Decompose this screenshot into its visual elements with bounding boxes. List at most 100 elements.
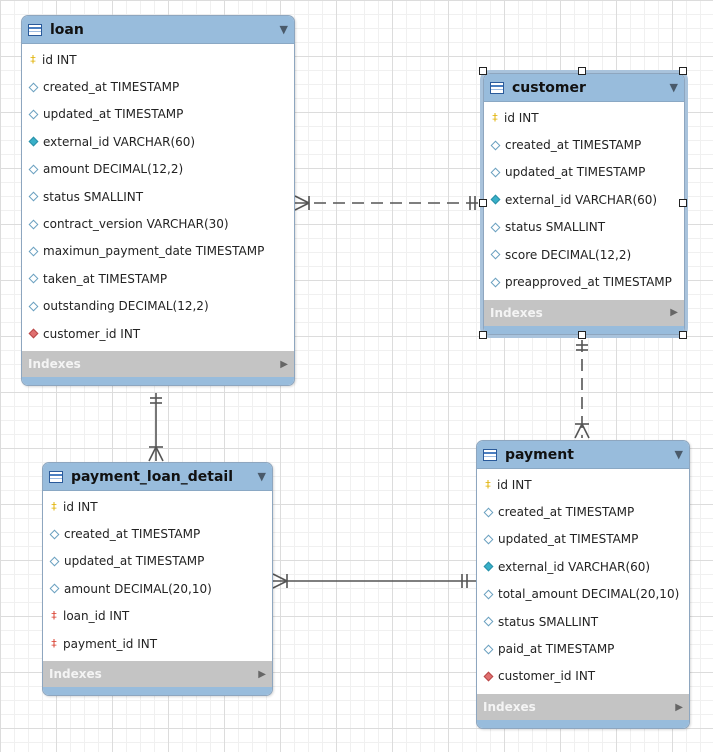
table-icon	[49, 470, 63, 483]
column-label: taken_at TIMESTAMP	[43, 271, 168, 286]
column-row[interactable]: amount DECIMAL(12,2)	[22, 156, 294, 183]
column-row[interactable]: amount DECIMAL(20,10)	[43, 575, 272, 602]
table-header[interactable]: payment_loan_detail ▼	[43, 463, 272, 491]
column-label: payment_id INT	[63, 636, 158, 651]
column-row[interactable]: created_at TIMESTAMP	[477, 498, 689, 525]
column-label: external_id VARCHAR(60)	[498, 559, 651, 574]
column-row[interactable]: customer_id INT	[477, 663, 689, 690]
column-list: ‡id INT created_at TIMESTAMP updated_at TI…	[22, 44, 294, 351]
expand-arrow-icon[interactable]: ▶	[670, 307, 678, 319]
key-icon: ‡	[51, 499, 57, 513]
column-icon	[49, 529, 60, 540]
resize-handle-left[interactable]	[479, 199, 487, 207]
column-row[interactable]: total_amount DECIMAL(20,10)	[477, 581, 689, 608]
column-row[interactable]: ‡loan_id INT	[43, 603, 272, 630]
collapse-arrow-icon[interactable]: ▼	[279, 23, 288, 36]
column-row[interactable]: preapproved_at TIMESTAMP	[484, 268, 684, 295]
relationship-loan-payment-loan-detail[interactable]	[148, 393, 164, 462]
column-row[interactable]: updated_at TIMESTAMP	[484, 159, 684, 186]
column-row[interactable]: external_id VARCHAR(60)	[484, 186, 684, 213]
table-loan[interactable]: loan ▼ ‡id INT created_at TIMESTAMP update…	[21, 15, 295, 387]
resize-handle-top-right[interactable]	[679, 67, 687, 75]
column-row[interactable]: updated_at TIMESTAMP	[43, 548, 272, 575]
expand-arrow-icon[interactable]: ▶	[675, 701, 683, 713]
collapse-arrow-icon[interactable]: ▼	[257, 470, 266, 483]
expand-arrow-icon[interactable]: ▶	[280, 358, 288, 370]
column-label: created_at TIMESTAMP	[64, 527, 201, 542]
column-row[interactable]: created_at TIMESTAMP	[22, 73, 294, 100]
column-label: id INT	[504, 110, 539, 125]
column-label: contract_version VARCHAR(30)	[43, 217, 229, 232]
column-icon	[28, 273, 39, 284]
column-row[interactable]: ‡id INT	[477, 471, 689, 498]
column-icon	[28, 82, 39, 93]
indexes-label: Indexes	[490, 305, 543, 320]
column-row[interactable]: external_id VARCHAR(60)	[22, 128, 294, 155]
table-header[interactable]: payment ▼	[477, 441, 689, 469]
column-row[interactable]: status SMALLINT	[22, 183, 294, 210]
table-header[interactable]: loan ▼	[22, 16, 294, 44]
indexes-section[interactable]: Indexes ▶	[43, 661, 272, 688]
column-label: updated_at TIMESTAMP	[64, 554, 205, 569]
foreign-key-icon	[483, 671, 494, 682]
table-header[interactable]: customer ▼	[484, 74, 684, 102]
column-row[interactable]: ‡ payment_id INT	[43, 630, 272, 657]
resize-handle-bottom-right[interactable]	[679, 331, 687, 339]
column-label: total_amount DECIMAL(20,10)	[498, 587, 680, 602]
collapse-arrow-icon[interactable]: ▼	[674, 448, 683, 461]
column-label: created_at TIMESTAMP	[43, 80, 180, 95]
column-row[interactable]: taken_at TIMESTAMP	[22, 265, 294, 292]
unique-column-icon	[28, 136, 39, 147]
collapse-arrow-icon[interactable]: ▼	[669, 81, 678, 94]
expand-arrow-icon[interactable]: ▶	[258, 668, 266, 680]
column-row[interactable]: maximun_payment_date TIMESTAMP	[22, 238, 294, 265]
column-row[interactable]: contract_version VARCHAR(30)	[22, 210, 294, 237]
column-label: external_id VARCHAR(60)	[505, 192, 658, 207]
column-row[interactable]: created_at TIMESTAMP	[43, 520, 272, 547]
relationship-loan-customer[interactable]	[294, 195, 478, 211]
column-row[interactable]: paid_at TIMESTAMP	[477, 635, 689, 662]
column-label: maximun_payment_date TIMESTAMP	[43, 244, 265, 259]
relationship-customer-payment[interactable]	[574, 340, 590, 439]
column-label: amount DECIMAL(20,10)	[64, 581, 212, 596]
column-icon	[28, 109, 39, 120]
column-icon	[28, 219, 39, 229]
column-row[interactable]: score DECIMAL(12,2)	[484, 241, 684, 268]
indexes-section[interactable]: Indexes ▶	[22, 351, 294, 378]
column-row[interactable]: updated_at TIMESTAMP	[477, 526, 689, 553]
unique-column-icon	[483, 561, 494, 572]
column-row[interactable]: outstanding DECIMAL(12,2)	[22, 293, 294, 320]
column-label: updated_at TIMESTAMP	[498, 532, 639, 547]
resize-handle-top-left[interactable]	[479, 67, 487, 75]
column-row[interactable]: customer_id INT	[22, 320, 294, 347]
foreign-key-part-icon: ‡	[51, 636, 57, 650]
resize-handle-bottom-left[interactable]	[479, 331, 487, 339]
resize-handle-bottom[interactable]	[578, 331, 586, 339]
table-payment-loan-detail[interactable]: payment_loan_detail ▼ ‡id INT created_at …	[42, 462, 273, 697]
column-row[interactable]: created_at TIMESTAMP	[484, 131, 684, 158]
column-label: outstanding DECIMAL(12,2)	[43, 299, 209, 314]
relationship-payment-loan-detail-payment[interactable]	[272, 573, 476, 589]
foreign-key-icon	[28, 328, 39, 339]
column-row[interactable]: external_id VARCHAR(60)	[477, 553, 689, 580]
column-row[interactable]: ‡id INT	[43, 493, 272, 520]
indexes-label: Indexes	[28, 357, 81, 372]
column-row[interactable]: status SMALLINT	[477, 608, 689, 635]
indexes-section[interactable]: Indexes ▶	[477, 694, 689, 721]
table-name: payment	[505, 446, 574, 463]
table-name: loan	[50, 21, 84, 38]
column-row[interactable]: status SMALLINT	[484, 214, 684, 241]
resize-handle-top[interactable]	[578, 67, 586, 75]
column-icon	[490, 249, 501, 260]
column-row[interactable]: ‡id INT	[22, 46, 294, 73]
indexes-label: Indexes	[49, 667, 102, 682]
column-icon	[490, 222, 501, 233]
resize-handle-right[interactable]	[679, 199, 687, 207]
column-row[interactable]: updated_at TIMESTAMP	[22, 101, 294, 128]
indexes-section[interactable]: Indexes ▶	[484, 299, 684, 326]
table-footer	[477, 720, 689, 729]
column-row[interactable]: ‡id INT	[484, 104, 684, 131]
